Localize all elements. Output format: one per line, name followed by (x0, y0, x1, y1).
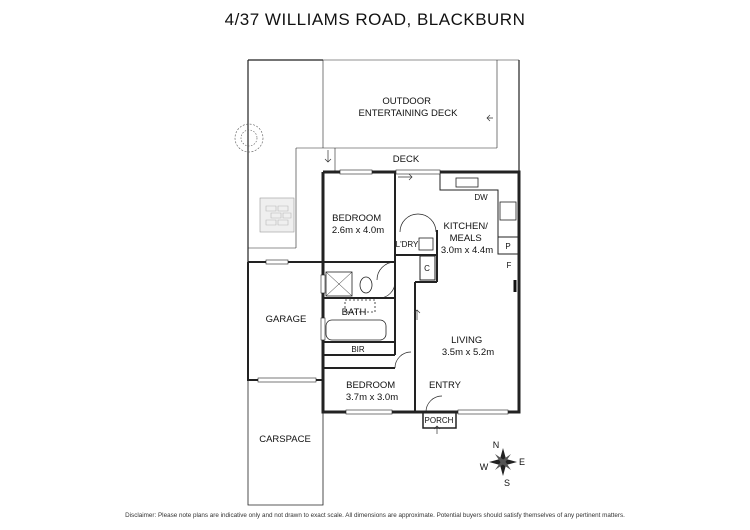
dishwasher-label: DW (474, 193, 488, 202)
kitchen-sink (455, 177, 479, 188)
arrow-icon (433, 425, 441, 434)
kitchen-label: KITCHEN/ MEALS 3.0m x 4.4m (441, 221, 493, 256)
porch-outline (422, 412, 457, 429)
shower (325, 271, 353, 297)
door-swing (394, 351, 412, 369)
cooktop (499, 201, 517, 221)
arrow-icon (398, 173, 413, 181)
fridge-label: F (507, 261, 512, 270)
vanity (344, 299, 376, 313)
outdoor-deck-label: OUTDOOR ENTERTAINING DECK (359, 96, 459, 119)
bedroom1-label: BEDROOM 2.6m x 4.0m (332, 213, 384, 236)
cupboard-label: C (424, 264, 430, 273)
compass-west: W (480, 462, 489, 472)
compass-south: S (504, 478, 510, 488)
toilet (359, 276, 373, 294)
arrow-icon (413, 309, 421, 320)
carspace-label: CARSPACE (259, 434, 311, 445)
porch-label: PORCH (425, 416, 454, 425)
arrow-icon (324, 150, 332, 163)
entry-label: ENTRY (429, 380, 462, 391)
paving-icon (259, 197, 295, 233)
bathtub (325, 319, 387, 341)
deck-label: DECK (393, 154, 420, 165)
coat-cupboard (419, 255, 436, 281)
carspace-outline (247, 380, 324, 506)
window (320, 274, 326, 294)
door-swing (378, 281, 396, 299)
pantry-cupboard (497, 236, 520, 255)
bath-label: BATH (342, 307, 367, 318)
garage-door (257, 377, 317, 383)
window (339, 169, 373, 175)
shower-screen (325, 271, 353, 297)
window (457, 409, 509, 415)
door-swing (399, 213, 419, 233)
living-label: LIVING 3.5m x 5.2m (442, 335, 494, 358)
tree-icon (234, 123, 264, 153)
window (345, 409, 393, 415)
disclaimer: Disclaimer: Please note plans are indica… (125, 512, 625, 519)
bedroom2-label: BEDROOM 3.7m x 3.0m (346, 380, 398, 403)
window (395, 169, 441, 175)
compass-icon (489, 448, 517, 476)
compass-north: N (493, 440, 500, 450)
door-swing (417, 213, 437, 233)
pantry-label: P (505, 242, 510, 251)
garage-window (265, 259, 289, 265)
arrow-icon (486, 114, 493, 122)
window (320, 317, 326, 341)
door-swing (425, 395, 443, 413)
plan-title: 4/37 WILLIAMS ROAD, BLACKBURN (224, 10, 526, 29)
laundry-tub (418, 237, 434, 251)
door-swing (376, 261, 396, 281)
garage-label: GARAGE (266, 314, 307, 325)
laundry-label: L'DRY (396, 240, 419, 249)
compass-east: E (519, 457, 525, 467)
bir-label: BIR (351, 345, 365, 354)
